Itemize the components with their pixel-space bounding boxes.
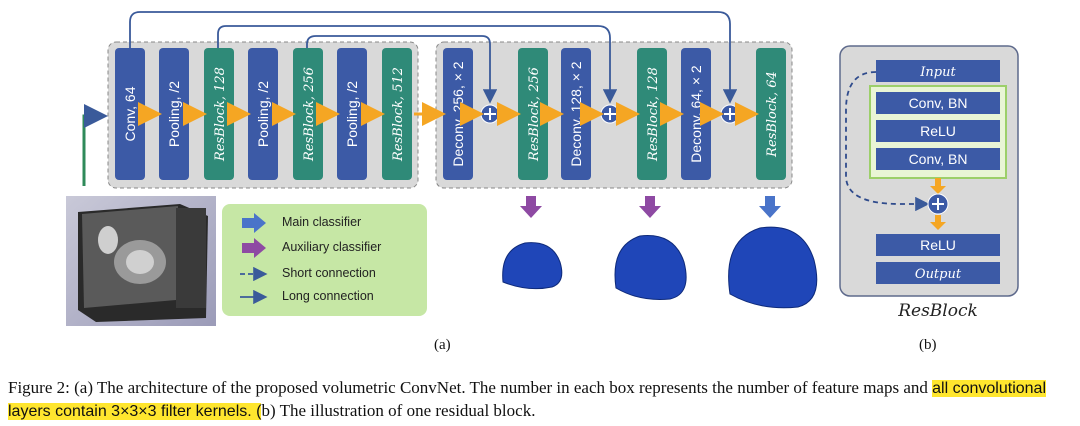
architecture-diagram: Conv, 64 Pooling, /2 ResBlock, 128 Pooling,… (66, 11, 1019, 326)
decoder-block-label-1: Deconv, 256, × 2 (450, 61, 466, 166)
encoder-block-label-5: ResBlock, 256 (302, 67, 317, 162)
decoder-block-label-5: Deconv, 64, × 2 (688, 65, 704, 163)
long-connection-2 (217, 25, 618, 104)
resblock-arrow-2 (930, 215, 946, 230)
decoder-block-4 (637, 48, 667, 180)
decoder-block-label-2: ResBlock, 256 (527, 67, 542, 162)
encoder-block-label-3: ResBlock, 128 (213, 67, 228, 162)
resblock-sum-node (927, 193, 949, 215)
resblock-relu-1-box (876, 120, 1000, 142)
input-arrow (82, 104, 108, 186)
legend-aux-classifier: Auxiliary classifier (282, 240, 382, 254)
prostate-output-small (502, 242, 563, 290)
resblock-relu-2-label: ReLU (920, 237, 956, 253)
resblock-title: ResBlock (897, 301, 978, 321)
aux-classifier-legend-icon (242, 238, 266, 258)
decoder-block-6 (756, 48, 786, 180)
figure-caption: Figure 2: (a) The architecture of the pr… (8, 377, 1074, 423)
encoder-block-label-2: Pooling, /2 (166, 81, 182, 147)
encoder-block-2 (159, 48, 189, 180)
main-classifier-legend-icon (242, 213, 266, 233)
sublabel-b: (b) (919, 337, 937, 353)
resblock-output-box (876, 262, 1000, 284)
resblock-input-box (876, 60, 1000, 82)
caption-suffix: b) The illustration of one residual bloc… (261, 401, 536, 420)
encoder-block-label-7: ResBlock, 512 (391, 67, 406, 162)
mri-volume-image (66, 196, 216, 326)
sum-node-3 (720, 104, 740, 124)
encoder-blocks: Conv, 64 Pooling, /2 ResBlock, 128 Pooling,… (115, 48, 412, 180)
prostate-output-large (728, 226, 818, 309)
resblock-relu-2-box (876, 234, 1000, 256)
legend-main-classifier: Main classifier (282, 215, 362, 229)
prostate-output-medium (614, 235, 687, 300)
sum-node-1 (480, 104, 500, 124)
resblock-arrow-1 (930, 178, 946, 194)
encoder-block-label-1: Conv, 64 (122, 86, 138, 141)
decoder-block-label-3: Deconv, 128, × 2 (568, 61, 584, 166)
decoder-block-2 (518, 48, 548, 180)
decoder-block-label-6: ResBlock, 64 (765, 71, 780, 158)
resblock-conv-bn-1-label: Conv, BN (909, 95, 968, 111)
encoder-block-3 (204, 48, 234, 180)
decoder-block-label-4: ResBlock, 128 (646, 67, 661, 162)
resblock-output-label: Output (915, 267, 962, 282)
encoder-block-5 (293, 48, 323, 180)
long-connection-1 (129, 11, 738, 104)
encoder-block-6 (337, 48, 367, 180)
decoder-block-5 (681, 48, 711, 180)
legend-long-connection: Long connection (282, 289, 374, 303)
encoder-block-label-4: Pooling, /2 (255, 81, 271, 147)
sum-node-2 (600, 104, 620, 124)
legend: Main classifier Auxiliary classifier Sho… (222, 204, 427, 316)
resblock-conv-bn-2-box (876, 148, 1000, 170)
aux-classifier-arrow-1 (520, 196, 542, 218)
long-connection-3 (306, 35, 498, 104)
decoder-block-1 (443, 48, 473, 180)
encoder-block-4 (248, 48, 278, 180)
main-classifier-arrow (759, 196, 781, 218)
legend-icons (240, 213, 268, 305)
caption-prefix: Figure 2: (a) The architecture of the pr… (8, 378, 928, 397)
resblock-conv-bn-1-box (876, 92, 1000, 114)
resblock-conv-bn-2-label: Conv, BN (909, 151, 968, 167)
decoder-blocks: Deconv, 256, × 2 ResBlock, 256 Deconv, 128… (443, 48, 786, 180)
encoder-block-7 (382, 48, 412, 180)
encoder-block-label-6: Pooling, /2 (344, 81, 360, 147)
encoder-block-1 (115, 48, 145, 180)
legend-short-connection: Short connection (282, 266, 376, 280)
resblock-short-connection (845, 71, 930, 212)
sublabel-a: (a) (434, 337, 451, 353)
aux-classifier-arrow-2 (639, 196, 661, 218)
resblock-input-label: Input (919, 65, 956, 80)
decoder-block-3 (561, 48, 591, 180)
resblock-relu-1-label: ReLU (920, 123, 956, 139)
